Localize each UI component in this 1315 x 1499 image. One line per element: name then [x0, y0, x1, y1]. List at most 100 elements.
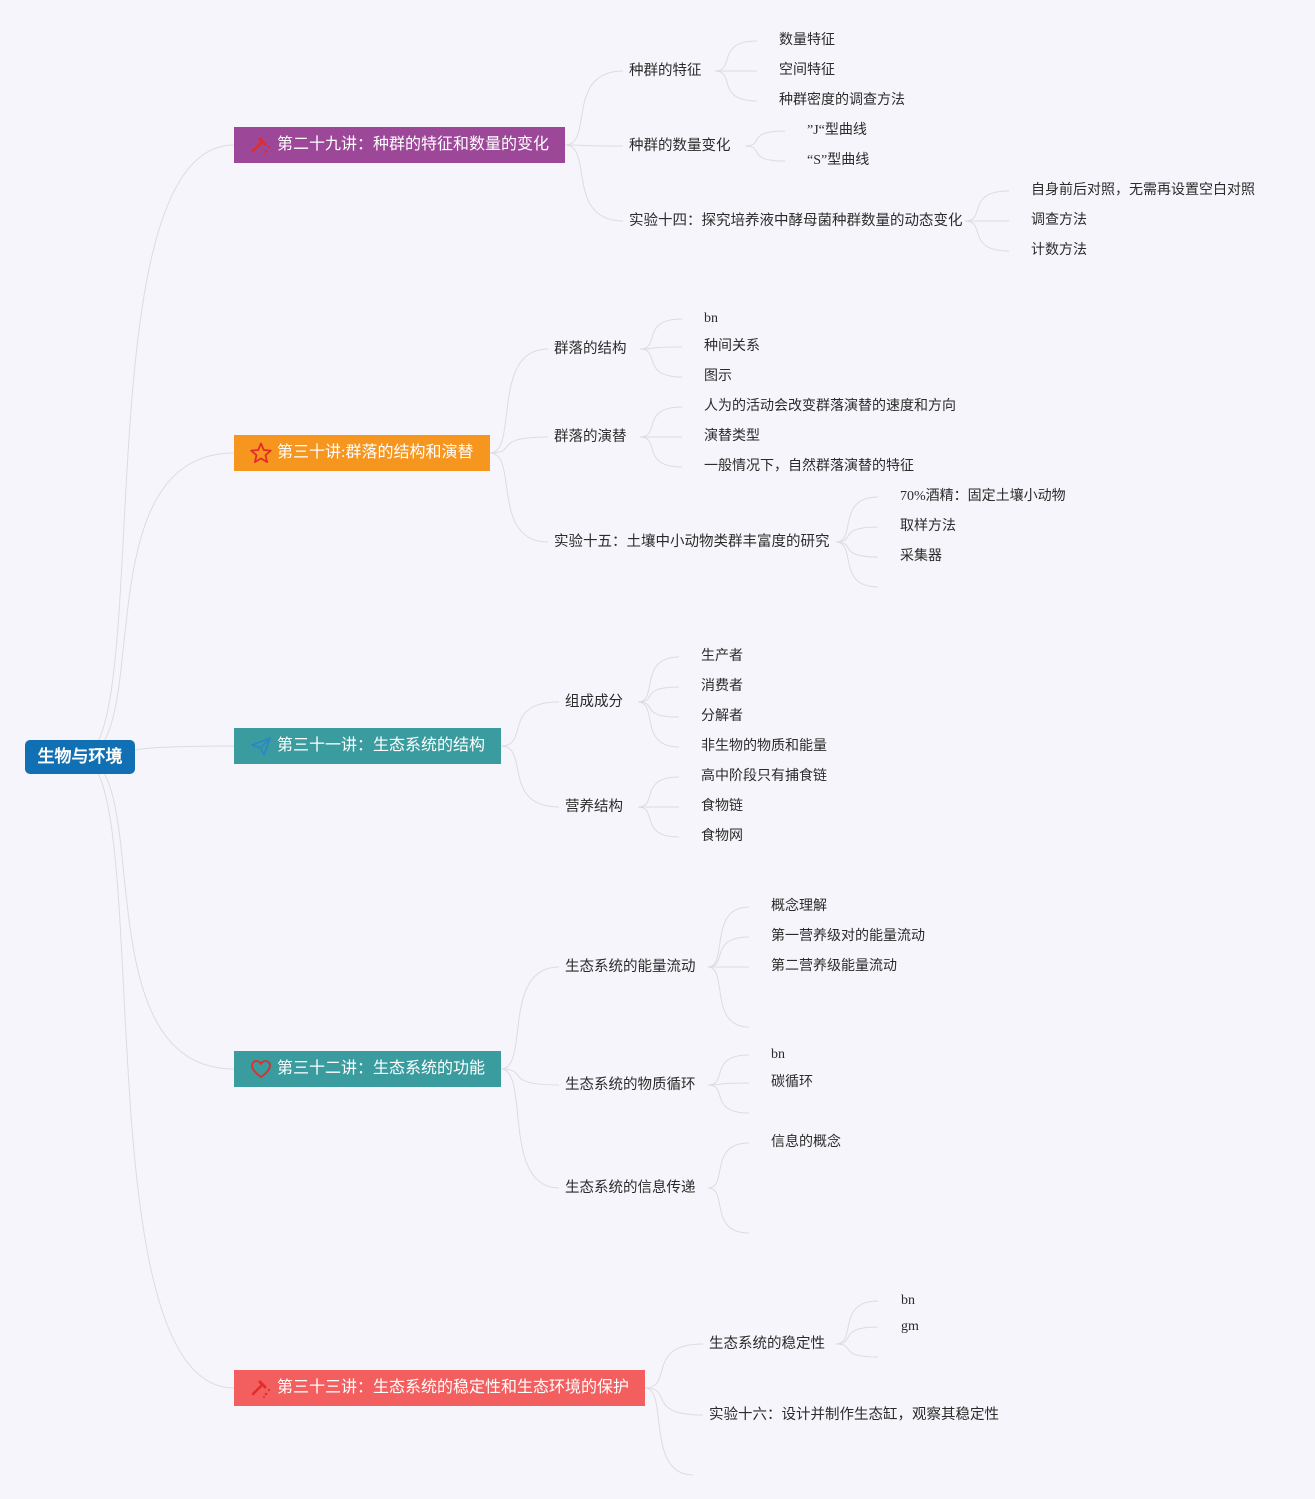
connector-line — [500, 966, 560, 1070]
connector-line — [79, 144, 235, 758]
connector-line — [564, 144, 624, 222]
connector-line — [500, 1068, 560, 1189]
s2-t0-leaf-2[interactable]: 分解者 — [701, 709, 743, 724]
section-2-label: 第三十一讲：生态系统的结构 — [277, 737, 486, 754]
heart-icon — [251, 1060, 271, 1079]
connector-line — [714, 70, 758, 102]
s1-t0-leaf-0[interactable]: bn — [704, 311, 718, 326]
connector-line — [744, 145, 786, 162]
connector-line — [835, 1300, 879, 1345]
connector-line — [964, 220, 1010, 252]
connector-line — [639, 318, 683, 350]
s0-t0-leaf-0[interactable]: 数量特征 — [779, 33, 835, 48]
connector-line — [835, 496, 879, 543]
s3-t1-leaf-1[interactable]: 碳循环 — [771, 1075, 813, 1090]
s0-t0-leaf-2[interactable]: 种群密度的调查方法 — [779, 93, 905, 108]
s0-topic-2[interactable]: 实验十四：探究培养液中酵母菌种群数量的动态变化 — [629, 213, 963, 229]
connector-line — [564, 70, 624, 146]
s3-t2-leaf-0[interactable]: 信息的概念 — [771, 1135, 841, 1150]
connector-line — [489, 452, 549, 543]
connector-line — [707, 1084, 750, 1114]
section-2-node[interactable]: 第三十一讲：生态系统的结构 — [234, 728, 501, 764]
s3-t1-leaf-0[interactable]: bn — [771, 1047, 785, 1062]
connector-line — [835, 541, 879, 558]
s3-t0-leaf-0[interactable]: 概念理解 — [771, 899, 827, 914]
s4-topic-0[interactable]: 生态系统的稳定性 — [709, 1336, 825, 1352]
s3-t0-leaf-2[interactable]: 第二营养级能量流动 — [771, 959, 897, 974]
s2-t1-leaf-0[interactable]: 高中阶段只有捕食链 — [701, 769, 827, 784]
connector-line — [835, 541, 879, 588]
connector-line — [639, 406, 683, 438]
s0-t2-leaf-0[interactable]: 自身前后对照，无需再设置空白对照 — [1031, 183, 1255, 198]
s1-topic-0[interactable]: 群落的结构 — [554, 341, 627, 357]
s0-topic-1[interactable]: 种群的数量变化 — [629, 138, 731, 154]
s1-topic-1[interactable]: 群落的演替 — [554, 429, 627, 445]
connector-line — [637, 701, 680, 748]
section-4-label: 第三十三讲：生态系统的稳定性和生态环境的保护 — [277, 1379, 630, 1396]
connector-line — [707, 966, 750, 1028]
s0-t0-leaf-1[interactable]: 空间特征 — [779, 63, 835, 78]
section-1-label: 第三十讲:群落的结构和演替 — [277, 444, 474, 461]
connector-line — [707, 1142, 750, 1189]
s1-t0-leaf-1[interactable]: 种间关系 — [704, 339, 760, 354]
connector-line — [644, 1387, 694, 1476]
connector-line — [707, 1082, 750, 1086]
connector-line — [79, 452, 235, 758]
section-3-node[interactable]: 第三十二讲：生态系统的功能 — [234, 1051, 501, 1087]
s1-t1-leaf-0[interactable]: 人为的活动会改变群落演替的速度和方向 — [704, 399, 956, 414]
connector-line — [639, 436, 683, 468]
connector-line — [500, 701, 560, 747]
s2-t0-leaf-0[interactable]: 生产者 — [701, 649, 743, 664]
connector-line — [637, 776, 680, 808]
s0-t2-leaf-1[interactable]: 调查方法 — [1031, 213, 1087, 228]
connector-line — [500, 1068, 560, 1086]
s1-t1-leaf-1[interactable]: 演替类型 — [704, 429, 760, 444]
root-node[interactable]: 生物与环境 — [25, 740, 135, 774]
s0-t1-leaf-0[interactable]: ”J“型曲线 — [807, 123, 867, 138]
section-1-node[interactable]: 第三十讲:群落的结构和演替 — [234, 435, 490, 471]
s2-t1-leaf-1[interactable]: 食物链 — [701, 799, 743, 814]
section-0-label: 第二十九讲：种群的特征和数量的变化 — [277, 136, 550, 153]
connector-line — [639, 348, 683, 378]
s3-topic-1[interactable]: 生态系统的物质循环 — [565, 1077, 696, 1093]
connector-line — [79, 756, 235, 1389]
connector-line — [489, 348, 549, 454]
s0-t1-leaf-1[interactable]: “S”型曲线 — [807, 153, 870, 168]
s1-t2-leaf-1[interactable]: 取样方法 — [900, 519, 956, 534]
connector-line — [644, 1343, 704, 1389]
s4-t0-leaf-1[interactable]: gm — [901, 1319, 919, 1334]
s2-t0-leaf-1[interactable]: 消费者 — [701, 679, 743, 694]
connector-line — [639, 346, 683, 350]
section-0-node[interactable]: 第二十九讲：种群的特征和数量的变化 — [234, 127, 565, 163]
connector-line — [79, 756, 235, 1070]
s4-t0-leaf-0[interactable]: bn — [901, 1293, 915, 1308]
s2-topic-0[interactable]: 组成成分 — [565, 694, 623, 710]
s1-t1-leaf-2[interactable]: 一般情况下，自然群落演替的特征 — [704, 459, 914, 474]
s0-t2-leaf-2[interactable]: 计数方法 — [1031, 243, 1087, 258]
s0-topic-0[interactable]: 种群的特征 — [629, 63, 702, 79]
s3-topic-2[interactable]: 生态系统的信息传递 — [565, 1180, 696, 1196]
s2-t1-leaf-2[interactable]: 食物网 — [701, 829, 743, 844]
connector-line — [500, 745, 560, 808]
s1-t2-leaf-0[interactable]: 70%酒精：固定土壤小动物 — [900, 489, 1066, 504]
s4-topic-1[interactable]: 实验十六：设计并制作生态缸，观察其稳定性 — [709, 1407, 999, 1423]
s2-t0-leaf-3[interactable]: 非生物的物质和能量 — [701, 739, 827, 754]
s2-topic-1[interactable]: 营养结构 — [565, 799, 623, 815]
section-4-node[interactable]: 第三十三讲：生态系统的稳定性和生态环境的保护 — [234, 1370, 645, 1406]
connector-line — [835, 1343, 879, 1358]
s1-t2-leaf-2[interactable]: 采集器 — [900, 549, 942, 564]
s1-t0-leaf-2[interactable]: 图示 — [704, 369, 732, 384]
connector-line — [489, 436, 549, 454]
connector-line — [964, 190, 1010, 222]
connector-line — [707, 936, 750, 968]
s3-topic-0[interactable]: 生态系统的能量流动 — [565, 959, 696, 975]
connector-line — [637, 656, 680, 703]
connector-line — [707, 1054, 750, 1086]
s1-topic-2[interactable]: 实验十五：土壤中小动物类群丰富度的研究 — [554, 534, 830, 550]
connector-line — [744, 130, 786, 147]
connector-line — [707, 906, 750, 968]
connector-line — [644, 1387, 704, 1416]
hammer-icon — [251, 137, 271, 155]
s3-t0-leaf-1[interactable]: 第一营养级对的能量流动 — [771, 929, 925, 944]
